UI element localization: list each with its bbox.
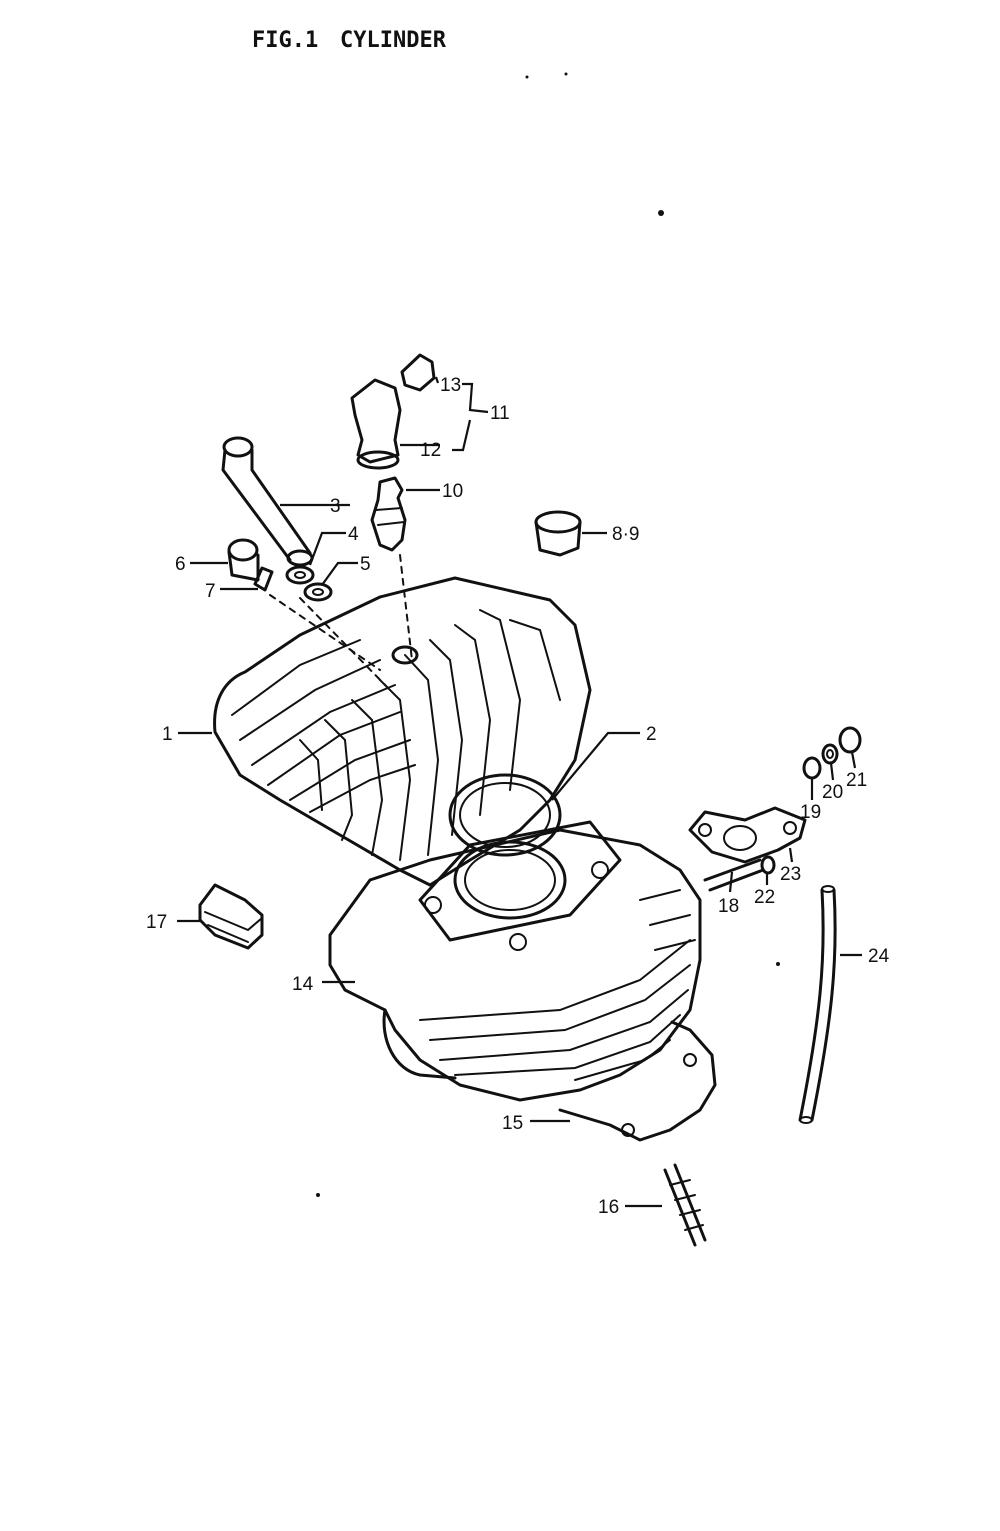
tube-part-3 <box>221 436 314 567</box>
washer-part-22 <box>760 855 776 875</box>
washer-part-4 <box>285 565 315 585</box>
callout-15: 15 <box>502 1113 523 1134</box>
callout-16: 16 <box>598 1197 619 1218</box>
figure-number: FIG.1 <box>252 28 318 53</box>
callout-labels: 1 2 3 4 5 6 7 8·9 10 11 12 13 14 15 16 1… <box>146 375 890 1218</box>
washer-part-7 <box>253 566 274 592</box>
callout-7: 7 <box>205 581 216 602</box>
head-gasket-part-2 <box>448 773 562 857</box>
cap-cover-part-13 <box>400 353 436 392</box>
spark-plug-part-10 <box>370 476 407 552</box>
callout-22: 22 <box>754 887 775 908</box>
callout-18: 18 <box>718 896 739 917</box>
callout-14: 14 <box>292 974 314 995</box>
callout-17: 17 <box>146 912 167 933</box>
callout-6: 6 <box>175 554 186 575</box>
leader-lines <box>177 376 862 1208</box>
callout-8-9: 8·9 <box>612 524 639 545</box>
callout-19: 19 <box>800 802 821 823</box>
callout-10: 10 <box>442 481 463 502</box>
nut-part-21 <box>838 726 862 754</box>
cylinder-part-14 <box>328 820 702 1102</box>
stud-part-16 <box>663 1163 707 1247</box>
callout-13: 13 <box>440 375 461 396</box>
washer-part-19 <box>802 756 822 780</box>
washer-part-20 <box>821 743 839 765</box>
callout-2: 2 <box>646 724 657 745</box>
damper-part-17 <box>198 883 264 950</box>
callout-24: 24 <box>868 946 890 967</box>
callout-5: 5 <box>360 554 371 575</box>
flange-part-23 <box>688 806 807 864</box>
callout-1: 1 <box>162 724 173 745</box>
plug-cap-part-12 <box>350 378 402 470</box>
base-gasket-part-15 <box>558 1020 717 1142</box>
stud-part-18 <box>703 858 765 892</box>
hose-part-24 <box>798 885 837 1124</box>
callout-21: 21 <box>846 770 867 791</box>
plug-part-6 <box>227 538 260 582</box>
callout-12: 12 <box>420 440 441 461</box>
callout-3: 3 <box>330 496 341 517</box>
callout-23: 23 <box>780 864 801 885</box>
cap-part-8-9 <box>534 510 582 557</box>
scan-specks <box>316 72 780 1197</box>
cylinder-head-part-1 <box>213 576 592 887</box>
washer-part-5 <box>303 582 333 602</box>
figure-title: CYLINDER <box>340 28 447 53</box>
callout-11: 11 <box>490 403 510 424</box>
callout-20: 20 <box>822 782 843 803</box>
callout-4: 4 <box>348 524 359 545</box>
